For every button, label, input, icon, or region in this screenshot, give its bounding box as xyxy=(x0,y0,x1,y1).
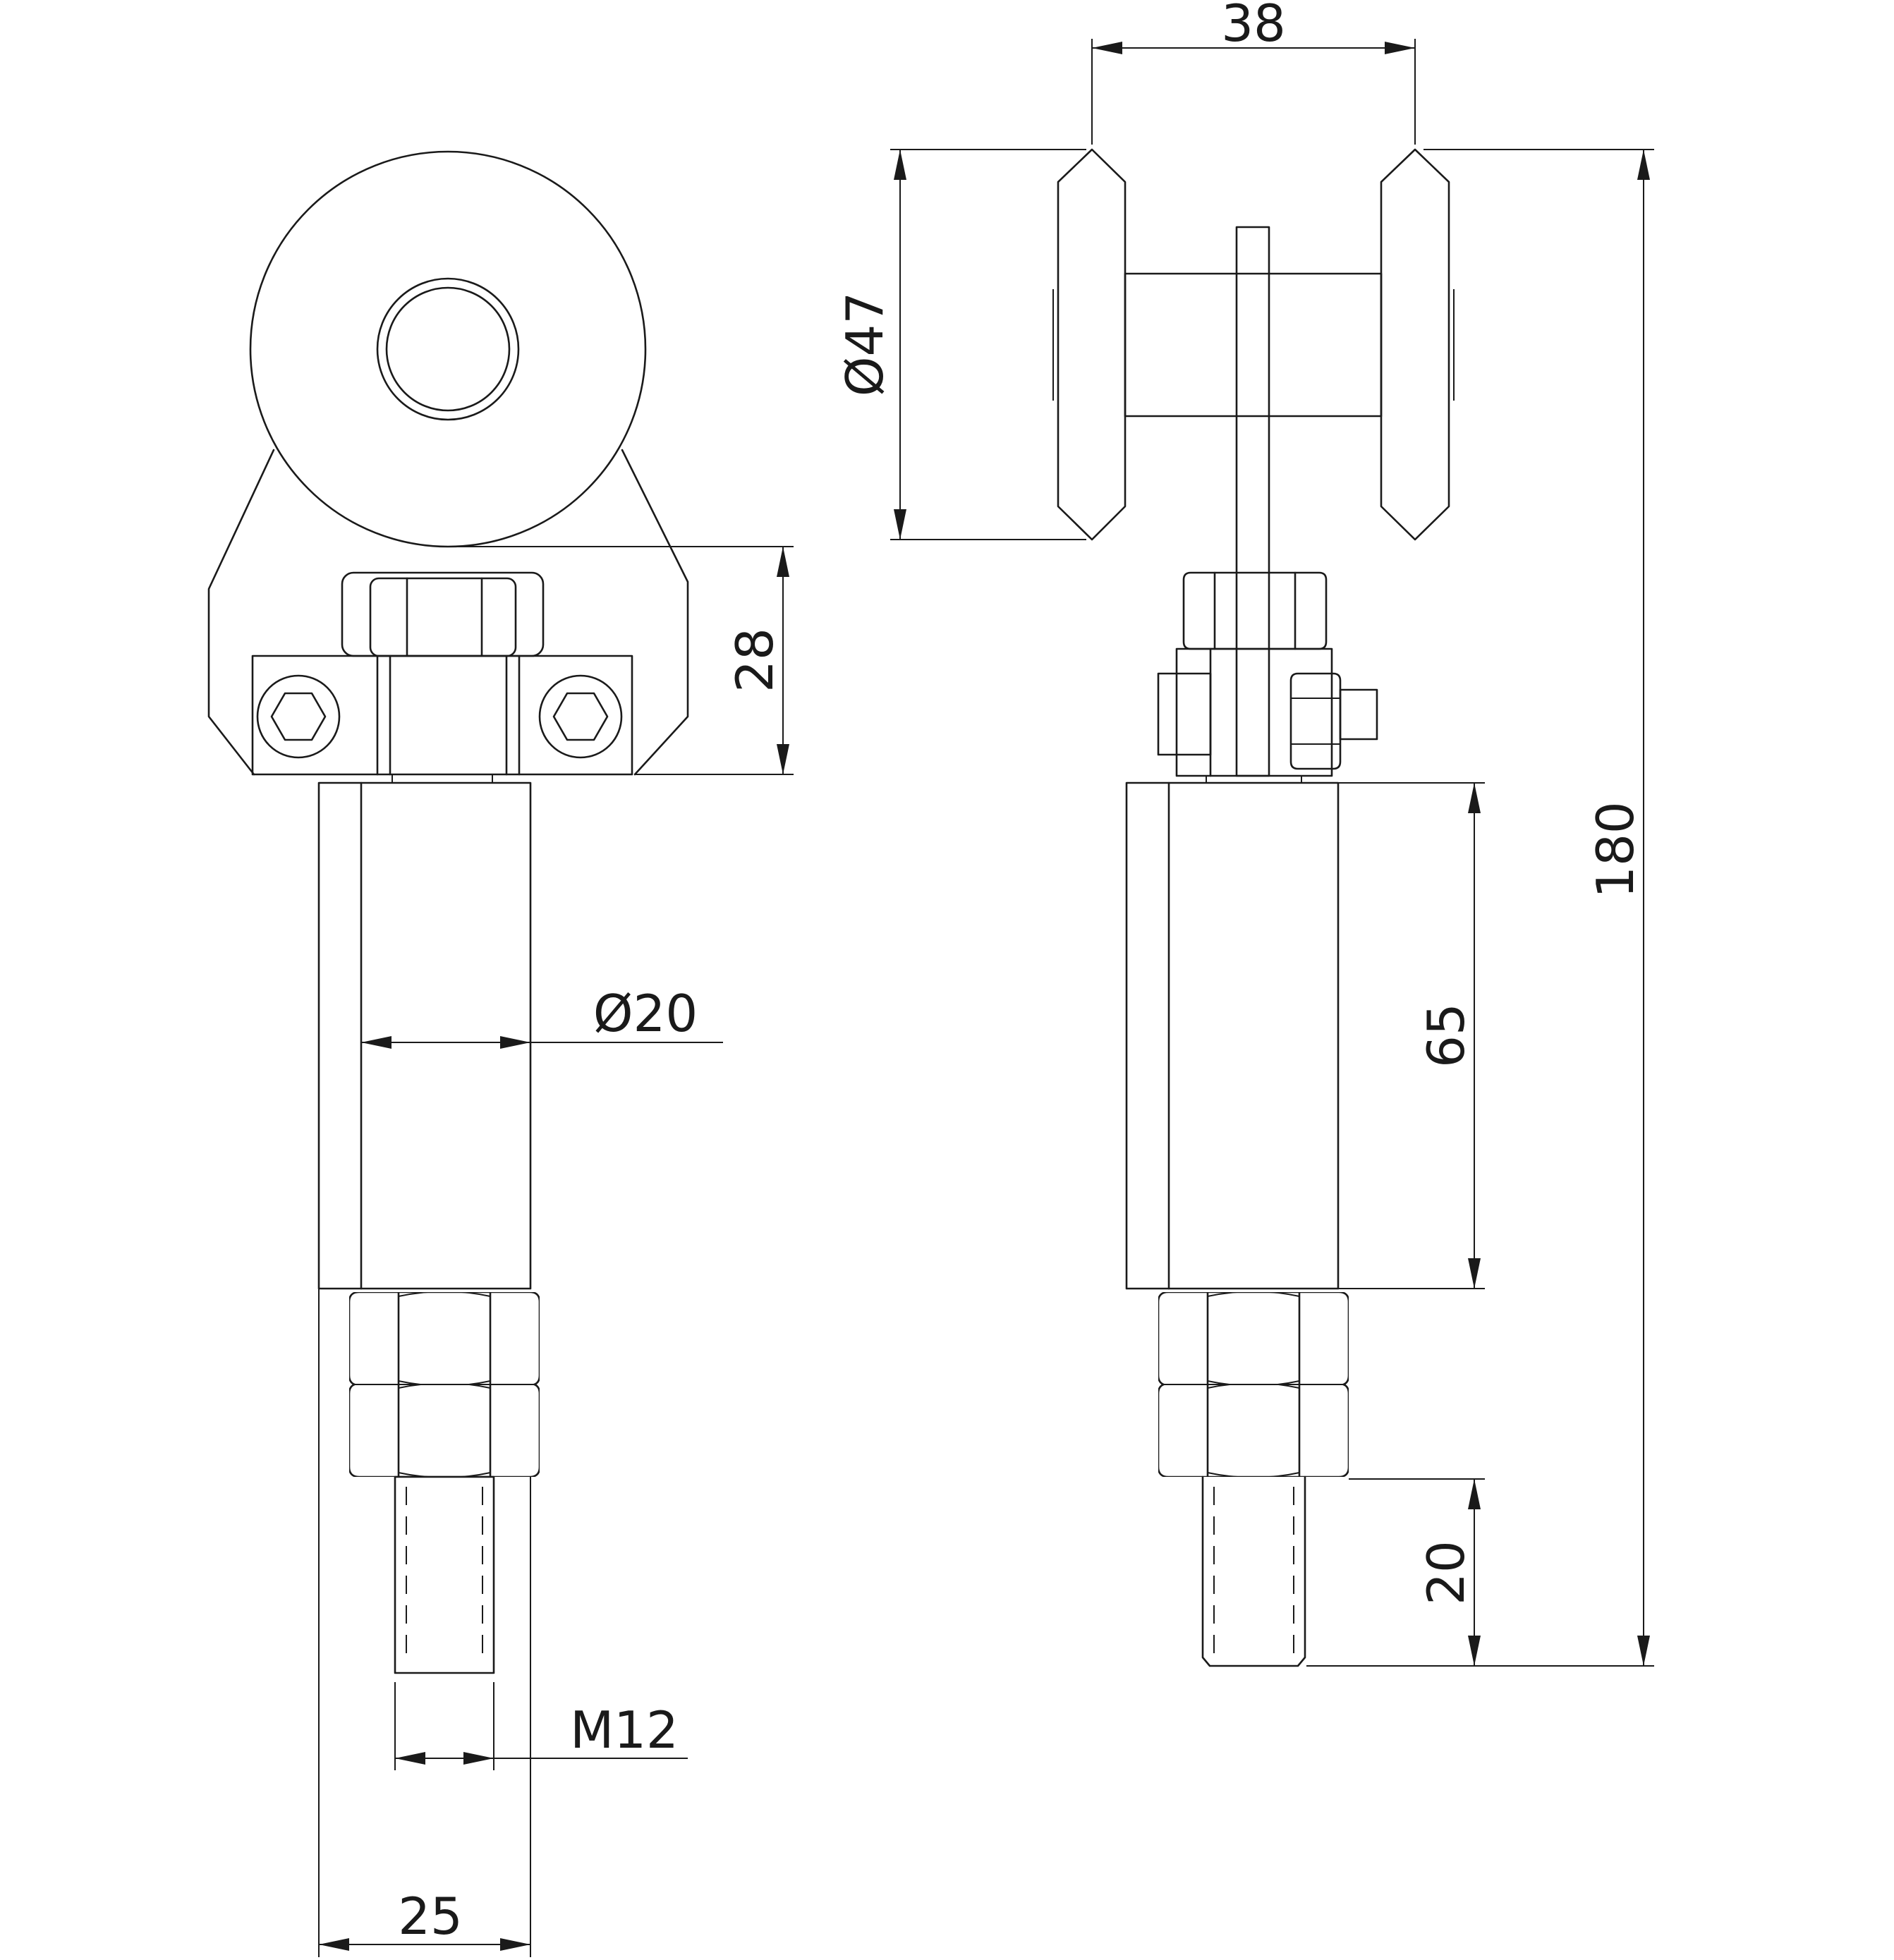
dimension-body-length-label: 65 xyxy=(1416,1003,1476,1068)
side-view xyxy=(1052,148,1455,1667)
front-body xyxy=(317,781,532,1290)
socket-screw-left xyxy=(256,674,341,759)
dimension-bracket-height: 28 xyxy=(448,546,794,775)
side-hex-nut-upper xyxy=(1158,1292,1349,1385)
side-threaded-stud xyxy=(1201,1475,1306,1667)
front-bracket xyxy=(207,449,689,783)
dimension-thread-length: 20 xyxy=(1349,1478,1485,1666)
side-wheel-left xyxy=(1052,148,1127,541)
dimension-thread-size: M12 xyxy=(394,1682,688,1770)
front-wheel xyxy=(249,150,647,548)
dimension-wheel-diameter-label: Ø47 xyxy=(835,292,894,396)
dimension-body-width: 25 xyxy=(318,1289,531,1957)
dimension-body-diameter-label: Ø20 xyxy=(593,984,698,1043)
front-hex-nut-upper xyxy=(349,1292,540,1385)
dimension-wheel-spacing-label: 38 xyxy=(1221,0,1286,53)
dimension-overall-height: 180 xyxy=(1306,149,1654,1667)
side-nut-stack xyxy=(1157,571,1378,783)
side-axle xyxy=(1124,272,1383,418)
front-threaded-stud xyxy=(394,1475,495,1674)
side-plate xyxy=(1235,226,1270,777)
dimension-body-width-label: 25 xyxy=(398,1887,463,1946)
dimension-wheel-spacing: 38 xyxy=(1091,0,1416,145)
dimension-thread-size-label: M12 xyxy=(570,1700,679,1760)
dimension-body-length: 65 xyxy=(1338,782,1485,1289)
dimension-wheel-diameter: Ø47 xyxy=(835,149,1086,540)
side-wheel-right xyxy=(1380,148,1455,541)
front-hex-nut-lower xyxy=(349,1384,540,1477)
dimension-bracket-height-label: 28 xyxy=(725,628,784,693)
socket-screw-right xyxy=(538,674,623,759)
dimension-overall-height-label: 180 xyxy=(1586,801,1645,898)
side-hex-nut-lower xyxy=(1158,1384,1349,1477)
front-view xyxy=(207,150,689,1674)
dimension-body-diameter: Ø20 xyxy=(361,984,723,1049)
dimension-thread-length-label: 20 xyxy=(1416,1540,1476,1605)
side-body xyxy=(1125,781,1340,1290)
